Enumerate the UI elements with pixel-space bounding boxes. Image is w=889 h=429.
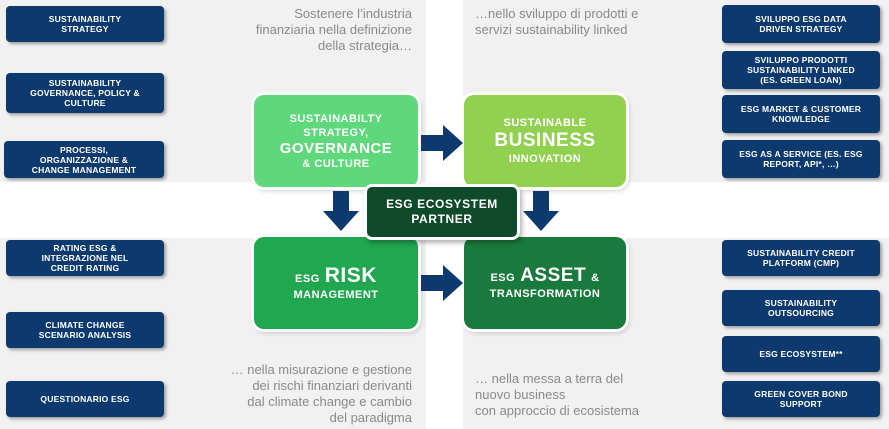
asset-title-row: ESG ASSET & <box>490 265 599 287</box>
tag-esg-market-knowledge: ESG MARKET & CUSTOMER KNOWLEDGE <box>722 95 880 133</box>
arrow-down-right-icon <box>523 191 559 231</box>
note-bottom-left: … nella misurazione e gestione dei risch… <box>230 362 412 425</box>
center-line1: ESG ECOSYSTEM <box>386 197 498 211</box>
esg-ecosystem-partner-box: ESG ECOSYSTEM PARTNER <box>364 184 520 240</box>
tag-processi-organizzazione: PROCESSI, ORGANIZZAZIONE & CHANGE MANAGE… <box>4 141 164 178</box>
strategy-line3: GOVERNANCE <box>279 139 393 157</box>
tag-sustainability-credit-platform: SUSTAINABILITY CREDIT PLATFORM (CMP) <box>722 240 880 276</box>
risk-sub: MANAGEMENT <box>293 289 379 301</box>
tag-sustainability-strategy: SUSTAINABILITY STRATEGY <box>6 6 164 42</box>
tag-climate-change-scenario: CLIMATE CHANGE SCENARIO ANALYSIS <box>6 312 164 348</box>
tag-sustainability-linked-products: SVILUPPO PRODOTTI SUSTAINABILITY LINKED … <box>722 51 880 89</box>
business-line1: SUSTAINABLE <box>503 117 587 129</box>
tag-rating-esg: RATING ESG & INTEGRAZIONE NEL CREDIT RAT… <box>6 240 164 276</box>
tag-green-cover-bond: GREEN COVER BOND SUPPORT <box>722 381 880 417</box>
note-top-left: Sostenere l’industria finanziaria nella … <box>255 6 412 53</box>
quadrant-esg-asset-transformation: ESG ASSET & TRANSFORMATION <box>464 237 626 329</box>
note-top-right: …nello sviluppo di prodotti e servizi su… <box>475 6 639 37</box>
tag-esg-as-a-service: ESG AS A SERVICE (es. ESG REPORT, API*, … <box>722 140 880 178</box>
tag-esg-ecosystem: ESG ECOSYSTEM** <box>722 336 880 372</box>
tag-esg-data-driven-strategy: SVILUPPO ESG DATA DRIVEN STRATEGY <box>722 5 880 43</box>
strategy-line2: STRATEGY, <box>303 126 369 139</box>
quadrant-sustainable-business-innovation: SUSTAINABLE BUSINESS INNOVATION <box>464 95 626 187</box>
arrow-right-bottom-icon <box>421 265 463 301</box>
risk-main: RISK <box>324 264 377 287</box>
asset-main: ASSET <box>520 265 587 286</box>
tag-questionario-esg: QUESTIONARIO ESG <box>6 381 164 417</box>
quadrant-strategy-governance-culture: SUSTAINABILTY STRATEGY, GOVERNANCE & CUL… <box>254 95 418 187</box>
asset-sub: TRANSFORMATION <box>489 288 601 300</box>
tag-sustainability-outsourcing: SUSTAINABILITY OUTSOURCING <box>722 290 880 326</box>
note-bottom-right: … nella messa a terra del nuovo business… <box>475 371 640 418</box>
asset-suffix: & <box>591 272 600 284</box>
center-line2: PARTNER <box>411 212 473 226</box>
arrow-down-left-icon <box>323 191 359 231</box>
quadrant-esg-risk-management: ESG RISK MANAGEMENT <box>254 237 418 329</box>
tag-governance-policy-culture: SUSTAINABILITY GOVERNANCE, POLICY & CULT… <box>6 73 164 113</box>
strategy-line1: SUSTAINABILTY <box>289 112 383 125</box>
business-line3: INNOVATION <box>508 153 582 165</box>
business-line2: BUSINESS <box>494 130 596 151</box>
asset-prefix: ESG <box>490 272 516 284</box>
risk-prefix: ESG <box>295 273 320 285</box>
strategy-line4: & CULTURE <box>302 157 370 170</box>
arrow-right-top-icon <box>421 125 463 161</box>
risk-title-row: ESG RISK <box>295 264 377 288</box>
